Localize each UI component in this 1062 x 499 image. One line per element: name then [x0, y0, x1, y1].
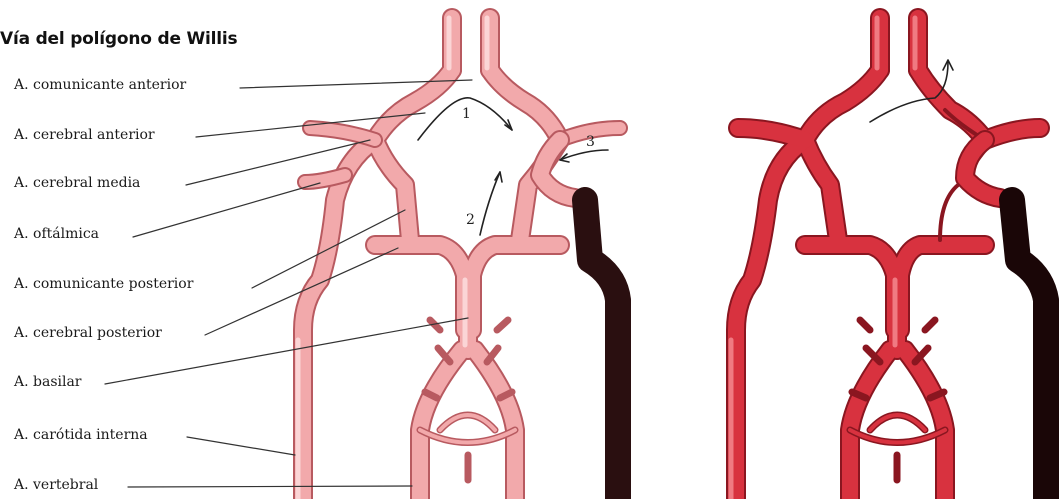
flow-number-2: 2	[466, 212, 475, 228]
label-cerebral-media: A. cerebral media	[14, 175, 140, 191]
flow-number-3: 3	[586, 134, 595, 150]
label-cerebral-posterior: A. cerebral posterior	[14, 325, 162, 341]
label-oftalmica: A. oftálmica	[14, 226, 99, 242]
flow-number-1: 1	[462, 106, 471, 122]
label-vertebral: A. vertebral	[14, 477, 98, 493]
diagram-title: Vía del polígono de Willis	[0, 29, 237, 49]
label-basilar: A. basilar	[14, 374, 82, 390]
label-comunicante-posterior: A. comunicante posterior	[14, 276, 193, 292]
label-cerebral-anterior: A. cerebral anterior	[14, 127, 155, 143]
label-carotida-interna: A. carótida interna	[14, 427, 148, 443]
label-comunicante-anterior: A. comunicante anterior	[14, 77, 186, 93]
